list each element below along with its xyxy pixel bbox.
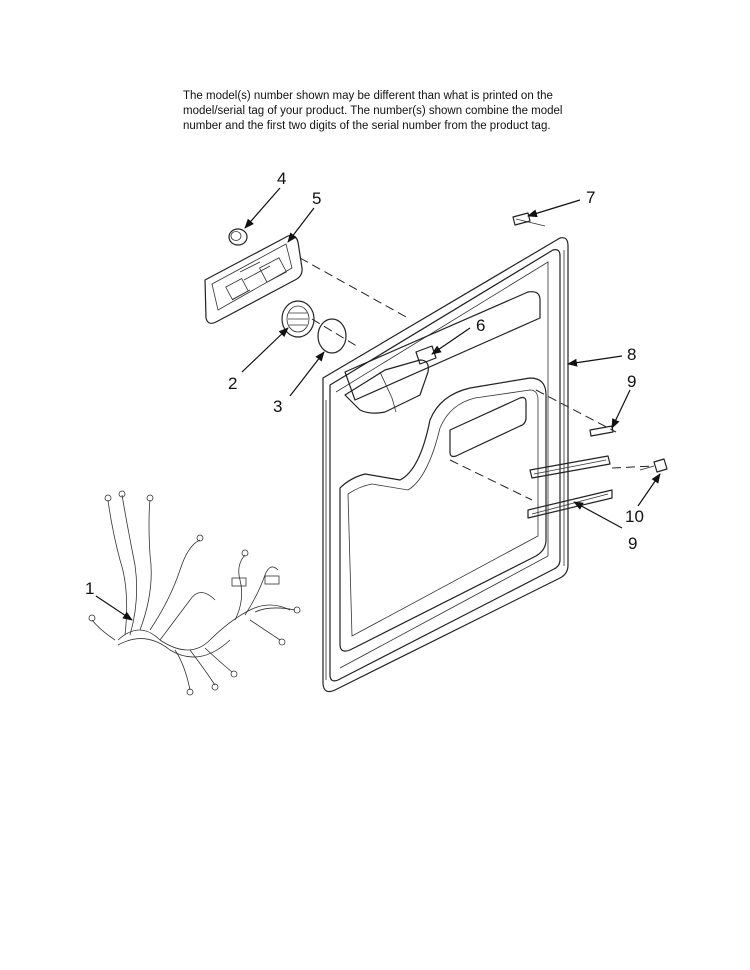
callout-6: 6 <box>476 316 485 335</box>
leader-3 <box>289 351 325 397</box>
callout-1: 1 <box>85 579 94 598</box>
leader-1 <box>95 595 133 621</box>
vent-grille <box>281 300 315 338</box>
bracket-clip <box>589 425 614 437</box>
model-number-note: The model(s) number shown may be differe… <box>183 89 603 134</box>
screw-10 <box>639 458 668 473</box>
alignment-line-module <box>299 257 409 319</box>
callout-8: 8 <box>627 345 636 364</box>
leader-7 <box>527 199 581 218</box>
callout-4: 4 <box>277 169 286 188</box>
leader-8 <box>567 355 623 367</box>
inner-door-panel <box>322 237 569 693</box>
leader-9-upper <box>611 389 631 429</box>
callout-9-upper: 9 <box>627 372 636 391</box>
leader-2 <box>241 327 289 373</box>
alignment-line-grille <box>311 318 361 349</box>
leader-10 <box>637 473 661 507</box>
callout-9-lower: 9 <box>628 534 637 553</box>
screw-7 <box>512 212 546 227</box>
leader-5 <box>287 207 315 243</box>
note-line-2: model/serial tag of your product. The nu… <box>183 105 563 117</box>
vent-assembly <box>344 345 437 414</box>
callout-10: 10 <box>625 507 644 526</box>
leader-6 <box>431 327 471 355</box>
gasket-ring <box>317 318 347 354</box>
bracket-lower <box>527 489 613 519</box>
bracket-upper <box>529 455 611 479</box>
callout-3: 3 <box>273 397 282 416</box>
note-line-3: number and the first two digits of the s… <box>183 120 551 132</box>
control-module <box>204 235 303 324</box>
alignment-line-bracket <box>449 459 533 501</box>
note-line-1: The model(s) number shown may be differe… <box>183 90 553 102</box>
wire-harness <box>88 490 301 696</box>
leader-4 <box>244 187 281 229</box>
callout-7: 7 <box>586 188 595 207</box>
leader-9-lower <box>573 501 623 529</box>
callout-5: 5 <box>312 189 321 208</box>
callout-2: 2 <box>228 374 237 393</box>
alignment-line-screw-10 <box>611 465 655 469</box>
alignment-line-upper-bracket <box>535 389 617 433</box>
cap-4 <box>228 228 248 246</box>
